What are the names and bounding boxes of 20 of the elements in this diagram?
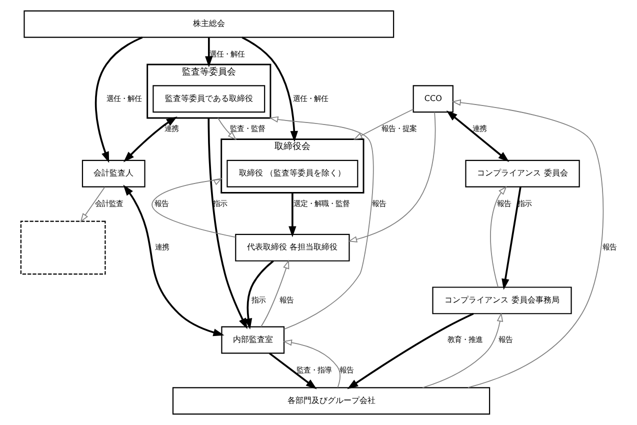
edge-label: 教育・推進 <box>447 334 482 344</box>
edge-label: 選任・解任 <box>106 94 142 103</box>
edge-label: 報告 <box>154 198 168 208</box>
edge-label: 会計監査 <box>94 198 123 208</box>
edge-label: 報告 <box>279 295 294 304</box>
edge-label: 報告・提案 <box>381 124 416 134</box>
edge-label: 指示 <box>212 198 226 208</box>
edge-label: 報告 <box>498 334 512 344</box>
edge-label: 指示 <box>251 295 266 304</box>
edge-label: 連携 <box>154 242 168 252</box>
edge-label: 報告 <box>339 365 354 374</box>
edge-label: 報告 <box>602 242 616 252</box>
edge-label: 連携 <box>164 124 178 134</box>
edge-label: 報告 <box>496 198 511 208</box>
edge-label: 監査・監督 <box>229 124 264 134</box>
edge-label: 選任・解任 <box>292 94 328 103</box>
edge-label: 連携 <box>472 124 486 134</box>
edge-label: 選定・解職・監督 <box>292 198 349 208</box>
edge-label: 報告 <box>371 198 386 208</box>
edge-label: 監査・指導 <box>296 365 332 374</box>
